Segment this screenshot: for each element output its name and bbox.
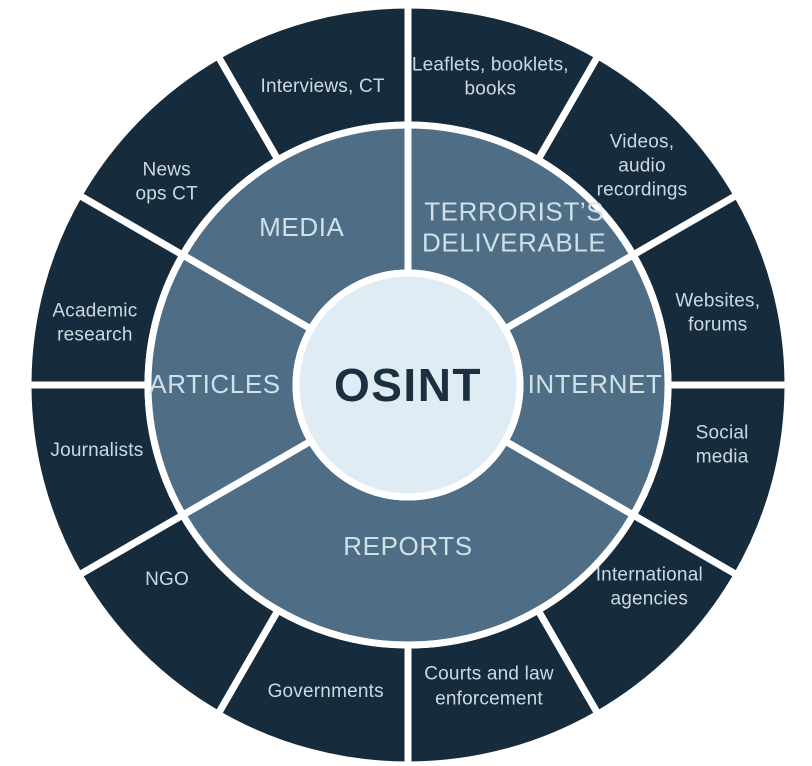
center-circle [292, 269, 524, 501]
outer-ring [24, 1, 792, 766]
middle-ring [144, 121, 672, 649]
